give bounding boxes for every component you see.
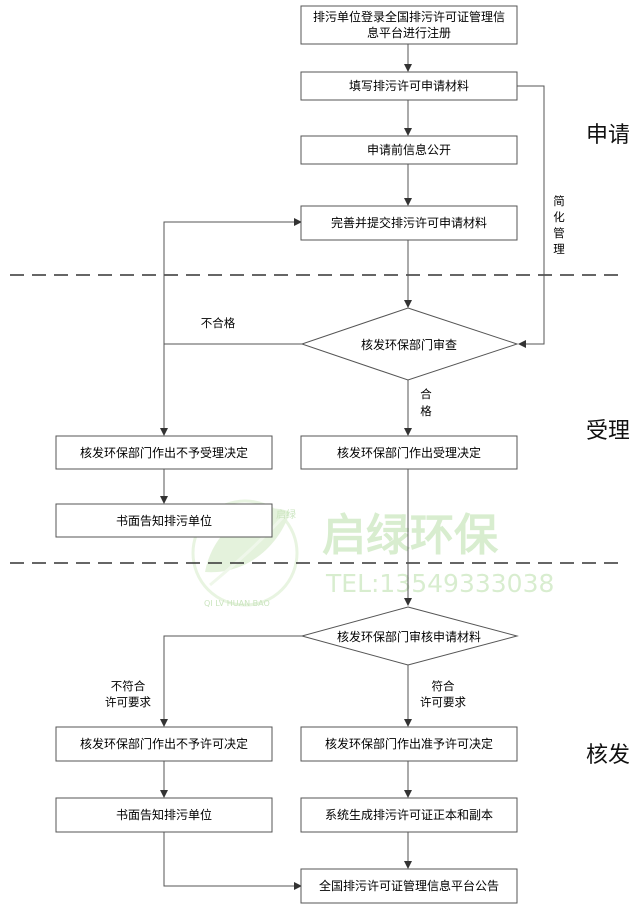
label-noncompliant-2: 许可要求 bbox=[105, 695, 151, 709]
node-review-label: 核发环保部门审查 bbox=[361, 337, 457, 352]
node-submit-materials: 完善并提交排污许可申请材料 bbox=[300, 205, 518, 241]
label-noncompliant-1: 不符合 bbox=[111, 679, 146, 693]
label-simplified-4: 理 bbox=[553, 242, 565, 256]
section-label-apply: 申请 bbox=[586, 123, 629, 148]
node-grant-permit: 核发环保部门作出准予许可决定 bbox=[300, 726, 518, 762]
label-qualified-2: 格 bbox=[420, 404, 432, 418]
node-pre-disclosure-label: 申请前信息公开 bbox=[367, 142, 451, 157]
label-simplified-2: 化 bbox=[553, 210, 565, 224]
label-simplified-1: 简 bbox=[553, 194, 565, 208]
label-noncompliant: 不符合 许可要求 bbox=[105, 679, 151, 709]
node-notify-2-label: 书面告知排污单位 bbox=[116, 807, 212, 822]
label-simplified: 简 化 管 理 bbox=[553, 194, 565, 256]
node-deny-permit-label: 核发环保部门作出不予许可决定 bbox=[80, 736, 248, 751]
node-accept-decision: 核发环保部门作出受理决定 bbox=[300, 435, 518, 470]
label-unqualified: 不合格 bbox=[201, 316, 236, 330]
node-review: 核发环保部门审查 bbox=[300, 307, 519, 381]
watermark-brand: 启绿环保 bbox=[322, 510, 499, 561]
node-generate-permit: 系统生成排污许可证正本和副本 bbox=[300, 797, 518, 833]
node-announce-label: 全国排污许可证管理信息平台公告 bbox=[319, 878, 499, 893]
node-grant-permit-label: 核发环保部门作出准予许可决定 bbox=[325, 736, 493, 751]
label-qualified: 合 格 bbox=[420, 387, 432, 418]
section-label-accept: 受理 bbox=[586, 419, 629, 444]
watermark-logo-cn: 启绿 bbox=[276, 508, 296, 521]
label-simplified-3: 管 bbox=[553, 226, 565, 240]
label-qualified-1: 合 bbox=[420, 387, 432, 401]
node-announce: 全国排污许可证管理信息平台公告 bbox=[300, 868, 518, 904]
node-audit-materials: 核发环保部门审核申请材料 bbox=[300, 606, 519, 666]
node-audit-materials-label: 核发环保部门审核申请材料 bbox=[337, 629, 481, 644]
node-reject-decision: 核发环保部门作出不予受理决定 bbox=[55, 435, 273, 470]
node-register-line1: 排污单位登录全国排污许可证管理信 bbox=[313, 9, 505, 24]
label-compliant-1: 符合 bbox=[432, 679, 455, 693]
node-notify-2: 书面告知排污单位 bbox=[55, 797, 273, 833]
node-reject-decision-label: 核发环保部门作出不予受理决定 bbox=[80, 445, 248, 460]
node-deny-permit: 核发环保部门作出不予许可决定 bbox=[55, 726, 273, 762]
node-fill-materials: 填写排污许可申请材料 bbox=[300, 71, 518, 101]
node-accept-decision-label: 核发环保部门作出受理决定 bbox=[337, 445, 481, 460]
node-register: 排污单位登录全国排污许可证管理信 息平台进行注册 bbox=[300, 5, 518, 45]
section-label-issue: 核发 bbox=[586, 743, 629, 768]
node-register-line2: 息平台进行注册 bbox=[367, 25, 451, 40]
node-fill-materials-label: 填写排污许可申请材料 bbox=[349, 79, 469, 93]
label-compliant: 符合 许可要求 bbox=[420, 679, 466, 709]
watermark-logo-en: QI LV HUAN BAO bbox=[204, 599, 270, 608]
node-notify-1: 书面告知排污单位 bbox=[55, 503, 273, 538]
label-compliant-2: 许可要求 bbox=[420, 695, 466, 709]
watermark: 启绿 QI LV HUAN BAO 启绿环保 TEL:13549333038 bbox=[191, 499, 554, 608]
node-pre-disclosure: 申请前信息公开 bbox=[300, 135, 518, 165]
node-submit-materials-label: 完善并提交排污许可申请材料 bbox=[331, 215, 487, 230]
node-notify-1-label: 书面告知排污单位 bbox=[116, 513, 212, 528]
node-generate-permit-label: 系统生成排污许可证正本和副本 bbox=[325, 808, 493, 822]
connectors bbox=[160, 44, 545, 890]
watermark-phone: TEL:13549333038 bbox=[325, 569, 554, 598]
